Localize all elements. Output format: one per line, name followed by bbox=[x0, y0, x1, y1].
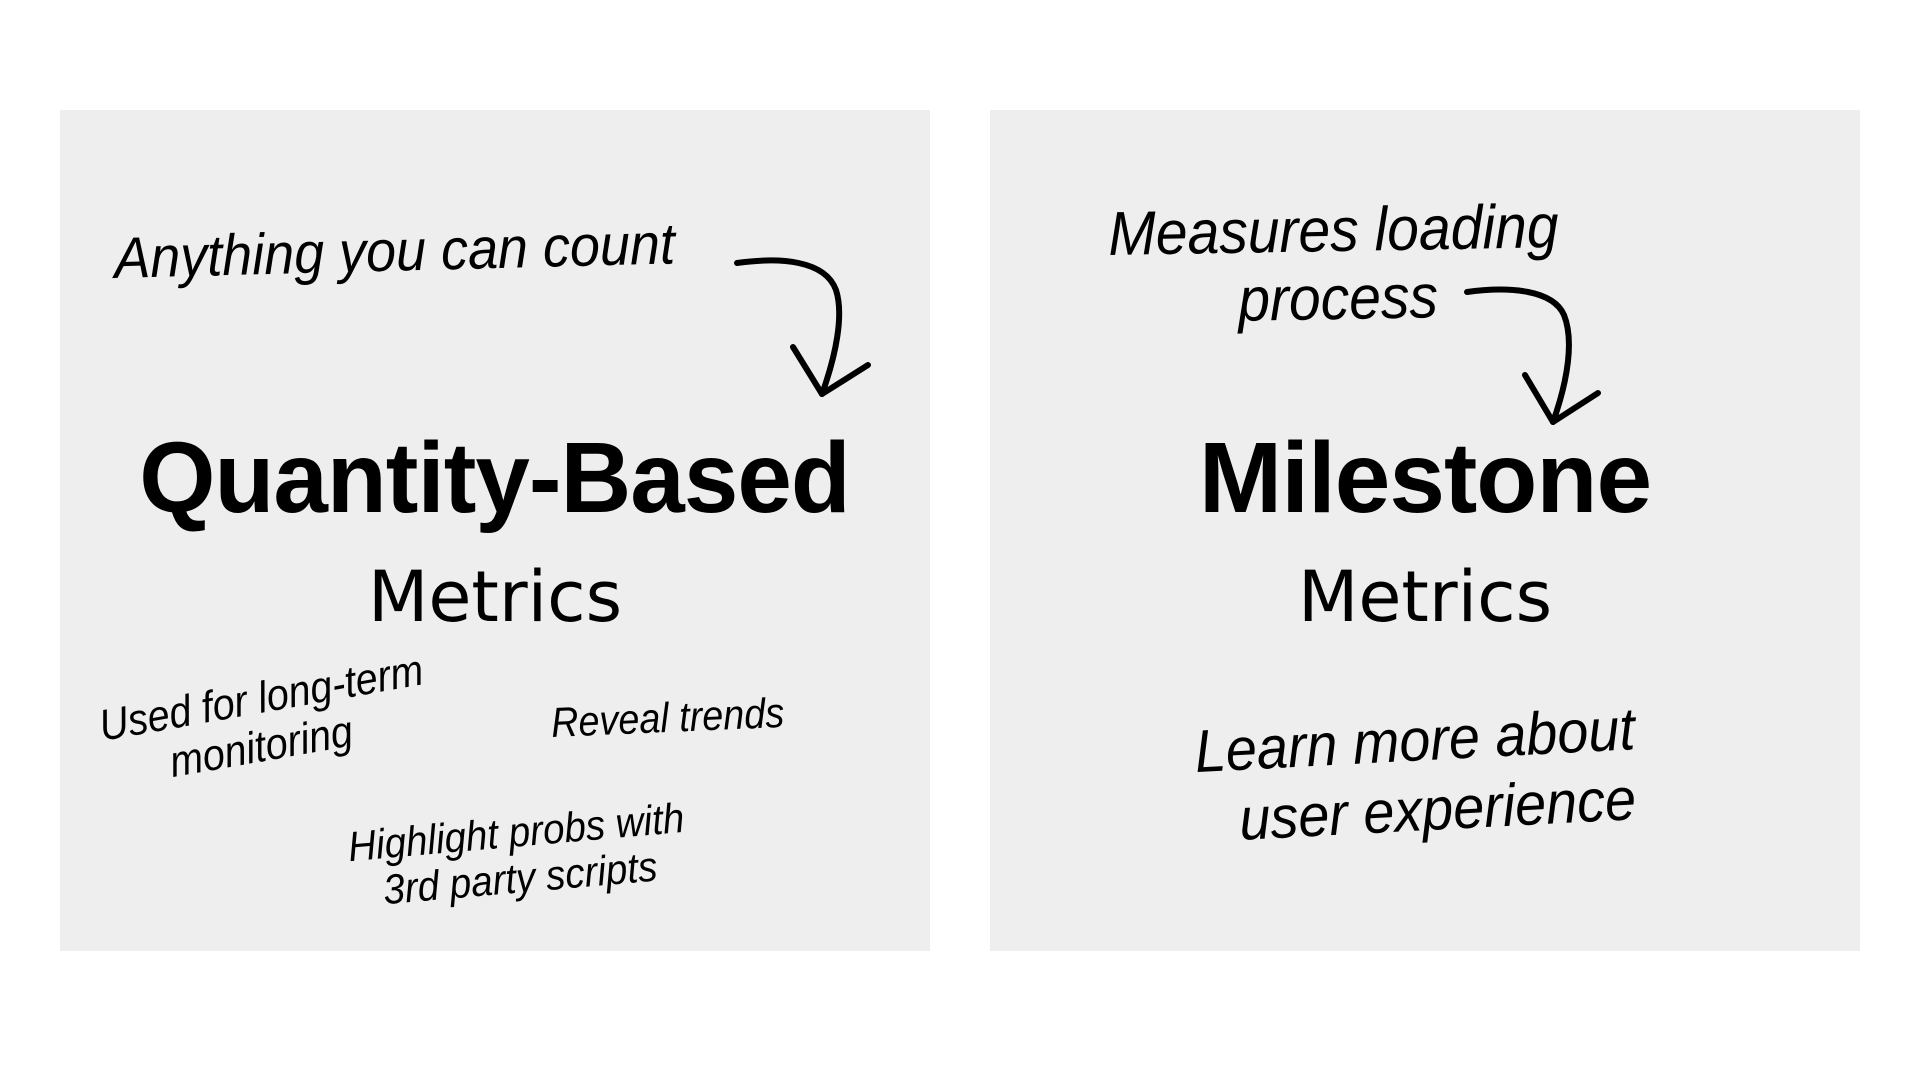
note-learn-more-user-experience: Learn more about user experience bbox=[1192, 695, 1638, 853]
milestone-panel: Measures loading process Milestone Metri… bbox=[990, 110, 1860, 951]
annotation-measures-loading-process: Measures loading process bbox=[1107, 192, 1560, 335]
subtitle-metrics: Metrics bbox=[367, 556, 623, 638]
subtitle-metrics: Metrics bbox=[1297, 556, 1553, 638]
title-quantity-based: Quantity-Based bbox=[139, 422, 851, 534]
title-milestone: Milestone bbox=[1198, 422, 1652, 534]
note-reveal-trends: Reveal trends bbox=[550, 688, 786, 746]
annotation-anything-you-can-count: Anything you can count bbox=[113, 211, 676, 291]
note-long-term-monitoring: Used for long-term monitoring bbox=[95, 645, 427, 788]
note-highlight-probs: Highlight probs with 3rd party scripts bbox=[346, 793, 687, 914]
quantity-based-panel: Anything you can count Quantity-Based Me… bbox=[60, 110, 930, 951]
